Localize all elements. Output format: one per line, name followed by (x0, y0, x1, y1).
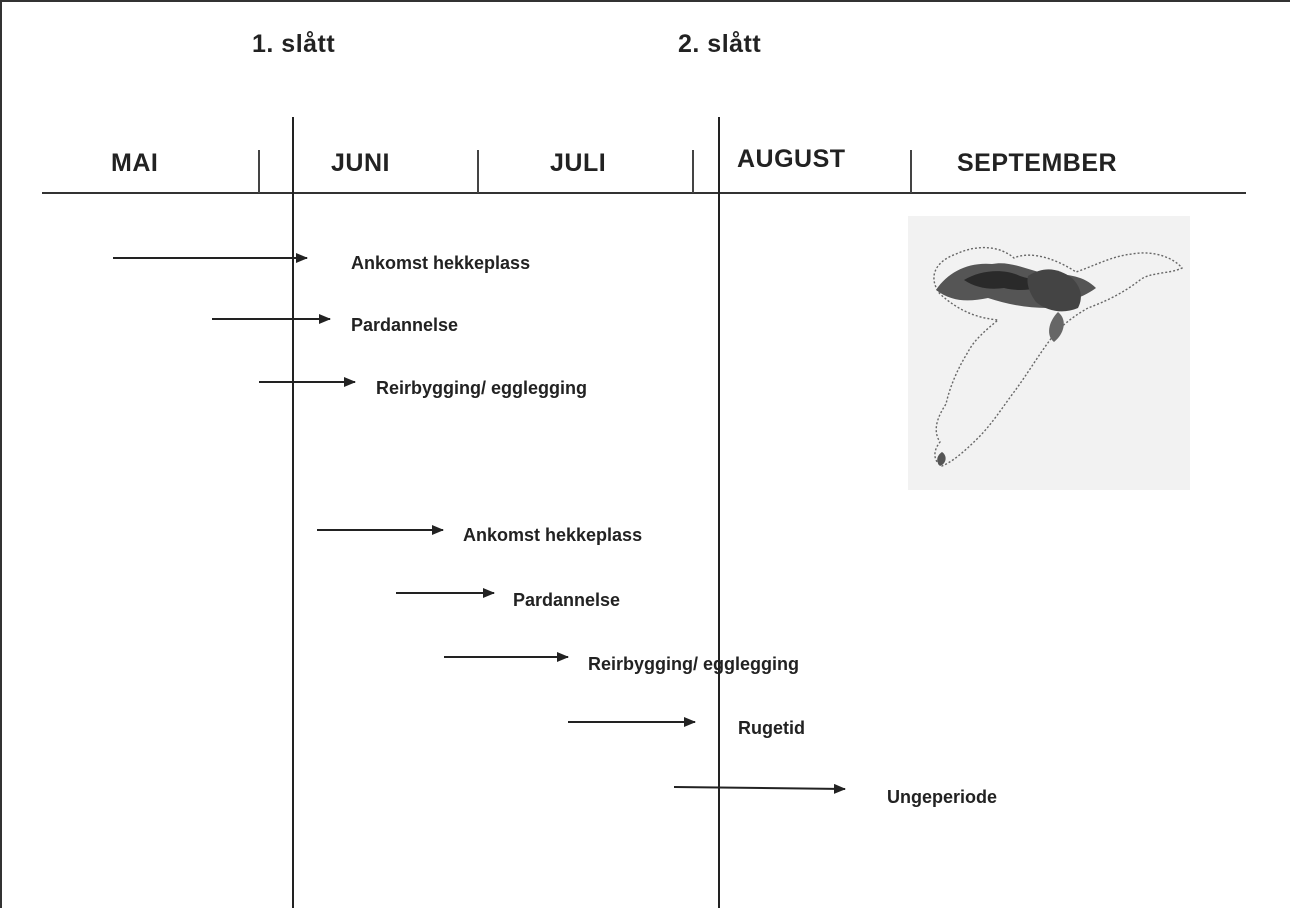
first-mowing-label: 1. slått (252, 30, 336, 58)
month-label-juni: JUNI (331, 149, 390, 177)
month-label-juli: JULI (550, 149, 607, 177)
step-label: Pardannelse (351, 315, 459, 335)
step-label: Pardannelse (513, 590, 621, 610)
step-label: Reirbygging/ egglegging (588, 654, 799, 674)
arrow-ungeperiode (673, 783, 846, 794)
month-label-september: SEPTEMBER (957, 149, 1118, 177)
second-mowing-label: 2. slått (678, 30, 762, 58)
step-label: Ungeperiode (887, 787, 998, 807)
step-label: Ankomst hekkeplass (351, 253, 531, 273)
month-label-mai: MAI (111, 149, 159, 177)
step-label: Rugetid (738, 718, 805, 738)
norway-map-icon (908, 216, 1190, 490)
step-label: Reirbygging/ egglegging (376, 378, 587, 398)
step-label: Ankomst hekkeplass (463, 525, 643, 545)
month-label-august: AUGUST (737, 145, 846, 173)
